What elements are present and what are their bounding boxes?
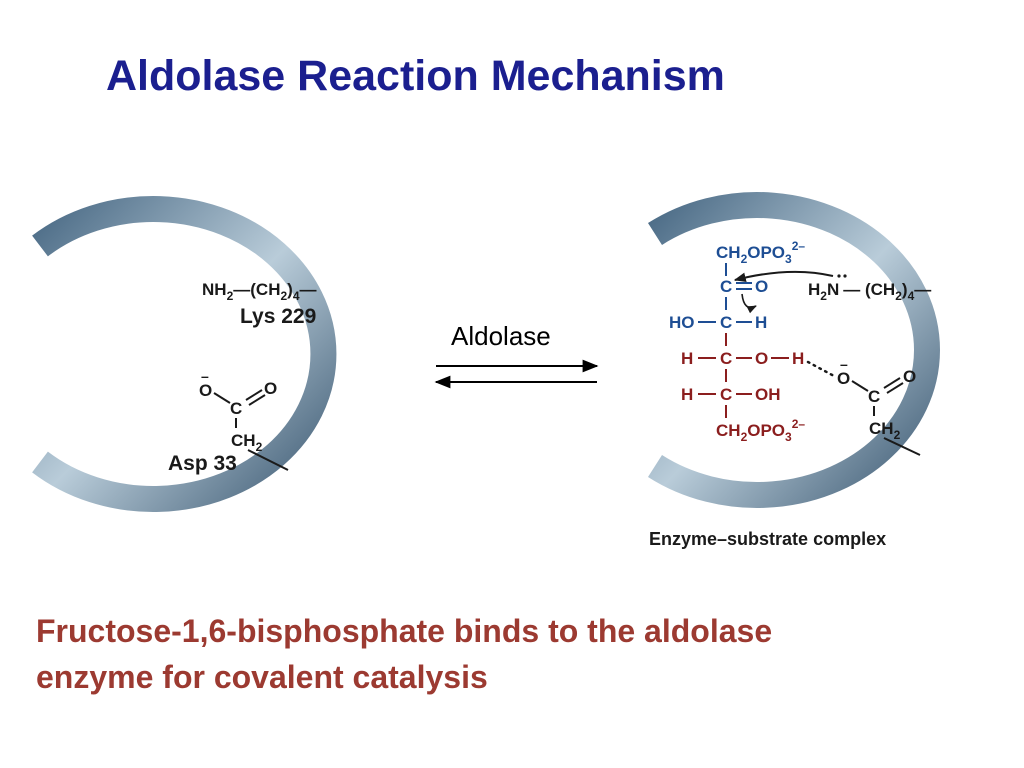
- right-asp-double-bond-a: [883, 377, 901, 389]
- left-asp-double-bond-a: [245, 389, 263, 401]
- left-lys-label: Lys 229: [240, 305, 316, 328]
- substrate-HO3: HO: [669, 313, 695, 332]
- left-asp-C: C: [230, 399, 242, 418]
- reaction-arrows: Aldolase: [434, 321, 599, 389]
- left-lys-group: NH2—(CH2)4—: [202, 280, 317, 303]
- right-enzyme-ring: [648, 192, 940, 508]
- substrate-OH5: OH: [755, 385, 781, 404]
- left-asp-bond-1: [213, 392, 231, 404]
- right-asp-chain: [883, 437, 921, 456]
- substrate-H4: H: [681, 349, 693, 368]
- left-asp-CH2: CH2: [231, 431, 263, 454]
- right-asp-C: C: [868, 387, 880, 406]
- caption-line-2: enzyme for covalent catalysis: [36, 659, 488, 695]
- substrate-C4: C: [720, 349, 732, 368]
- left-enzyme: NH2—(CH2)4— Lys 229 – O C O CH2 Asp 33: [32, 196, 337, 512]
- left-asp-charge: –: [201, 368, 209, 384]
- right-asp-O1: O: [837, 369, 850, 388]
- substrate-row1: CH2OPO32–: [716, 239, 805, 266]
- substrate-H5: H: [681, 385, 693, 404]
- left-asp-O1: O: [199, 381, 212, 400]
- left-asp-chain: [247, 449, 289, 471]
- substrate-C5: C: [720, 385, 732, 404]
- right-asp-double-bond-b: [886, 382, 904, 394]
- left-asp-label: Asp 33: [168, 452, 237, 475]
- substrate-row6: CH2OPO32–: [716, 417, 805, 444]
- right-asp-bond-1: [851, 380, 869, 392]
- right-asp-O2: O: [903, 367, 916, 386]
- right-enzyme: CH2OPO32– C O HO C H H C O H H C OH CH2O…: [648, 192, 940, 549]
- substrate-H4b: H: [792, 349, 804, 368]
- slide-title: Aldolase Reaction Mechanism: [106, 52, 725, 100]
- caption: Fructose-1,6-bisphosphate binds to the a…: [36, 608, 996, 700]
- lone-pair-dot-1: [837, 274, 841, 278]
- right-asp-CH2: CH2: [869, 419, 901, 442]
- lone-pair-dot-2: [843, 274, 847, 278]
- substrate-O4: O: [755, 349, 768, 368]
- left-enzyme-ring: [32, 196, 337, 512]
- substrate-O2: O: [755, 277, 768, 296]
- right-asp-charge: –: [840, 356, 848, 372]
- electron-push-arrow: [741, 293, 757, 314]
- left-asp-O2: O: [264, 379, 277, 398]
- arrow-label: Aldolase: [451, 321, 551, 351]
- substrate-C3: C: [720, 313, 732, 332]
- substrate-C2: C: [720, 277, 732, 296]
- hydrogen-bond: [806, 360, 836, 378]
- right-lys-group: H2N— (CH2)4—: [808, 280, 931, 303]
- caption-line-1: Fructose-1,6-bisphosphate binds to the a…: [36, 613, 773, 649]
- substrate-H3: H: [755, 313, 767, 332]
- left-asp-double-bond-b: [248, 394, 266, 406]
- attack-arrow: [733, 270, 834, 282]
- complex-label: Enzyme–substrate complex: [649, 529, 886, 549]
